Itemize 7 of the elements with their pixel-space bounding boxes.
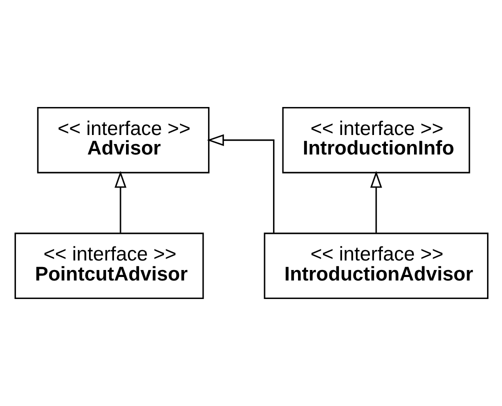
node-box: << interface >> IntroductionInfo: [282, 106, 470, 174]
arrow: [206, 134, 274, 233]
node-box: << interface >> Advisor: [36, 106, 209, 174]
node-box: << interface >> IntroductionAdvisor: [263, 232, 488, 300]
arrow: [370, 170, 382, 233]
arrow: [114, 170, 126, 233]
node-box: << interface >> PointcutAdvisor: [14, 232, 204, 300]
